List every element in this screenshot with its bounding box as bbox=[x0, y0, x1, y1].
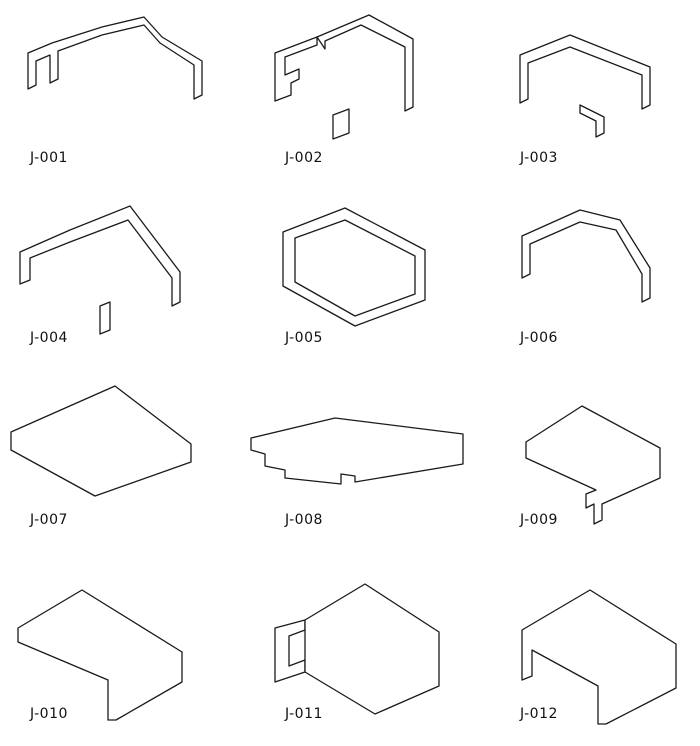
item-code: J-003 bbox=[520, 150, 558, 166]
item-code: J-005 bbox=[285, 330, 323, 346]
arched-bellows-cover-icon bbox=[27, 16, 203, 100]
catalog-item: J-010 bbox=[10, 570, 230, 745]
item-code: J-009 bbox=[520, 512, 558, 528]
catalog-item: J-002 bbox=[265, 5, 485, 180]
catalog-item: J-001 bbox=[10, 5, 230, 180]
item-code: J-001 bbox=[30, 150, 68, 166]
catalog-item: J-007 bbox=[5, 378, 225, 553]
catalog-item: J-006 bbox=[500, 190, 700, 365]
box-bellows-cover-icon bbox=[521, 589, 677, 725]
l-shaped-bellows-cover-icon bbox=[17, 589, 183, 721]
stepped-roof-bellows-cover-icon bbox=[521, 209, 651, 303]
item-code: J-004 bbox=[30, 330, 68, 346]
catalog-item: J-011 bbox=[265, 570, 485, 745]
item-code: J-002 bbox=[285, 150, 323, 166]
roof-bellows-cover-icon bbox=[19, 205, 181, 335]
c-frame-bellows-cover-icon bbox=[274, 583, 440, 715]
item-code: J-010 bbox=[30, 706, 68, 722]
hooked-flat-bellows-cover-icon bbox=[525, 405, 661, 525]
item-code: J-011 bbox=[285, 706, 323, 722]
catalog-item: J-008 bbox=[245, 378, 465, 553]
catalog-item: J-004 bbox=[10, 190, 230, 365]
low-profile-bellows-cover-icon bbox=[250, 417, 464, 485]
item-code: J-012 bbox=[520, 706, 558, 722]
flat-pleated-bellows-icon bbox=[10, 385, 192, 497]
item-code: J-008 bbox=[285, 512, 323, 528]
flat-top-bellows-cover-icon bbox=[519, 34, 651, 138]
closed-frame-bellows-cover-icon bbox=[282, 207, 426, 327]
catalog-item: J-005 bbox=[265, 190, 485, 365]
catalog-item: J-012 bbox=[500, 570, 700, 745]
item-code: J-007 bbox=[30, 512, 68, 528]
item-code: J-006 bbox=[520, 330, 558, 346]
catalog-item: J-003 bbox=[500, 5, 700, 180]
catalog-item: J-009 bbox=[500, 378, 700, 553]
c-channel-bellows-cover-icon bbox=[274, 14, 414, 140]
